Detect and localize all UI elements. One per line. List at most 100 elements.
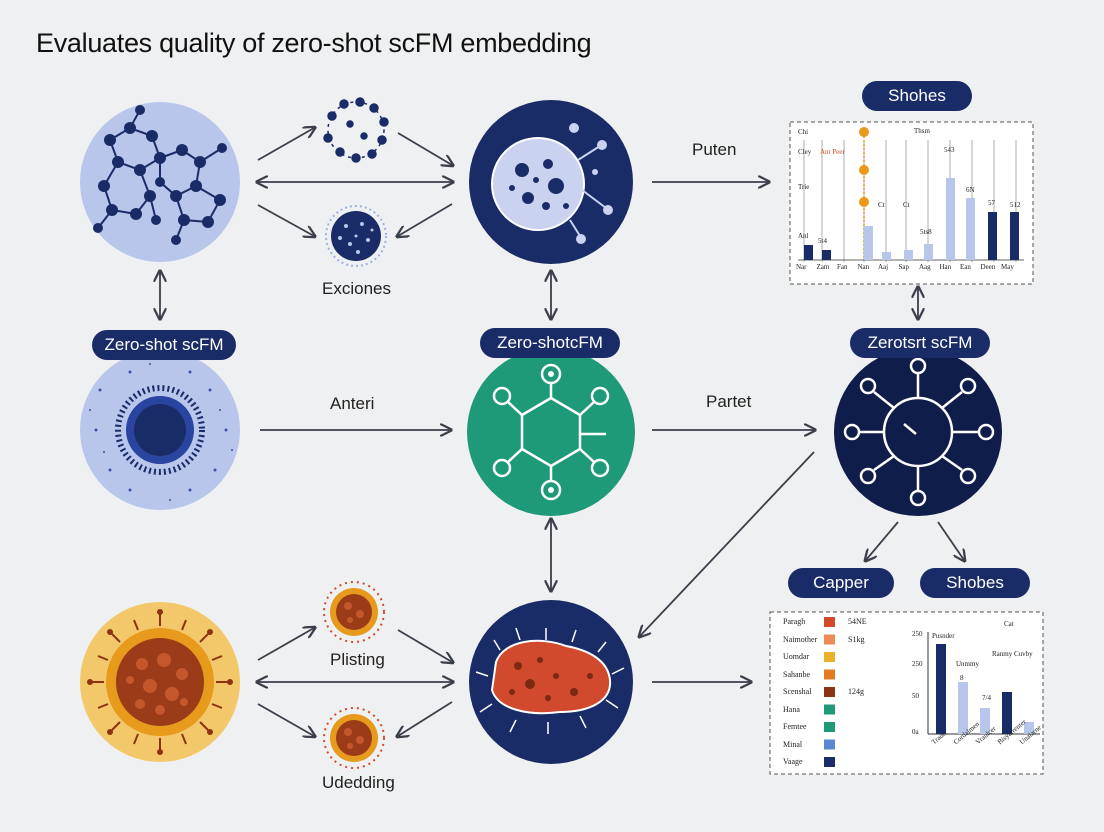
legend-swatch-6 xyxy=(824,722,835,732)
chart-top-category-2: Fan xyxy=(837,263,848,271)
legend-swatch-5 xyxy=(824,704,835,715)
bar-top-0 xyxy=(804,245,813,260)
arrow-split-right xyxy=(937,521,964,560)
legend-swatch-8 xyxy=(824,757,835,767)
pill-capper: Capper xyxy=(788,568,894,598)
chart-top-side-2: Anl xyxy=(798,232,809,240)
chart-top-legend-2: Ant Peer xyxy=(820,148,845,156)
label-udedding: Udedding xyxy=(322,773,395,792)
bar-top-6 xyxy=(946,178,955,260)
chart-top-value-3: 5ts8 xyxy=(920,228,932,236)
flow-arrows xyxy=(160,128,964,736)
legend-swatch-0 xyxy=(824,617,835,627)
large-virus-icon xyxy=(80,602,240,762)
network-hexagon-icon xyxy=(467,348,635,516)
legend-label-4: Scenshal xyxy=(783,687,812,696)
bar-top-3 xyxy=(882,252,891,260)
small-virus-orange-icon xyxy=(323,581,385,643)
legend-value-0: 54NE xyxy=(848,617,867,626)
cell-organelle-icon xyxy=(469,100,633,264)
pill-zero-shot-right: Zerotѕrt scFM xyxy=(850,328,990,358)
chart-top-header-right: Thsm xyxy=(914,127,930,135)
chart-bottom-annot-1: Pusnder xyxy=(932,632,955,640)
legend-swatch-4 xyxy=(824,687,835,697)
legend-label-1: Naimother xyxy=(783,634,818,644)
arrow-tl-down xyxy=(257,204,314,236)
legend-chart-frame xyxy=(769,611,1044,775)
chart-bottom-header: Cat xyxy=(1004,620,1014,628)
chart-bottom-ytick-3: 50 xyxy=(912,692,919,700)
legend-label-8: Vaage xyxy=(783,757,803,766)
chart-top-category-1: Zam xyxy=(816,263,830,271)
bar-bottom-0 xyxy=(936,644,946,734)
arrow-bl-down-right xyxy=(398,701,453,736)
chart-bottom-ytick-2: 250 xyxy=(912,660,923,668)
bacterium-cell-icon xyxy=(469,600,633,764)
bar-bottom-2 xyxy=(980,708,990,734)
bar-top-5 xyxy=(924,244,933,260)
chart-top-value-4: 543 xyxy=(944,146,955,154)
pill-zero-shot-center: Zero-shotcFM xyxy=(480,328,620,358)
label-partet: Partet xyxy=(706,392,752,411)
legend-label-0: Paragh xyxy=(783,617,806,626)
legend-value-1: S1kg xyxy=(848,634,865,644)
ring-molecule-icon xyxy=(323,97,389,163)
bar-top-1 xyxy=(822,250,831,260)
legend-swatch-2 xyxy=(824,652,835,662)
legend-value-4: 124g xyxy=(848,687,864,696)
label-excitones: Exciones xyxy=(322,279,391,298)
bar-top-2 xyxy=(864,226,873,260)
chart-top-side-1: Trie xyxy=(798,183,810,191)
bar-chart-bottom-bars xyxy=(936,644,1034,734)
chart-top-value-7: 512 xyxy=(1010,201,1021,209)
chart-top-category-5: Sap xyxy=(898,263,910,271)
chart-top-category-0: Nar xyxy=(796,263,807,271)
bar-bottom-1 xyxy=(958,682,968,734)
bar-bottom-3 xyxy=(1002,692,1012,734)
chart-top-value-5: 6N xyxy=(966,186,975,194)
legend-label-7: Minal xyxy=(783,739,803,749)
chart-top-category-4: Aaj xyxy=(878,263,889,271)
bar-chart-bottom xyxy=(927,632,1040,735)
arrow-bl-up xyxy=(257,628,314,661)
bar-top-7 xyxy=(966,198,975,260)
chart-top-legend-1: Cley xyxy=(798,148,812,156)
legend-swatch-1 xyxy=(824,634,835,645)
legend-swatch-7 xyxy=(824,739,835,750)
legend-swatch-3 xyxy=(824,669,835,680)
chart-top-category-7: Han xyxy=(939,263,952,271)
chart-bottom-ytick-1: 250 xyxy=(912,630,923,638)
chart-top-category-6: Aag xyxy=(919,263,931,271)
legend-label-5: Hana xyxy=(783,704,800,714)
chart-top-category-9: Deen xyxy=(980,263,996,271)
arrow-bl-down xyxy=(257,703,314,736)
molecule-network-icon xyxy=(80,102,240,262)
pill-shohes: Shohes xyxy=(862,81,972,111)
small-virus-icon xyxy=(325,205,387,267)
legend-label-3: Sahanbe xyxy=(783,669,811,679)
chart-top-value-6: 57 xyxy=(988,199,995,207)
chart-bottom-annot-2: Unmmy xyxy=(956,660,979,668)
cell-membrane-icon xyxy=(80,350,240,510)
legend-label-2: Uomdar xyxy=(783,652,810,661)
label-puten: Puten xyxy=(692,140,737,159)
bar-top-4 xyxy=(904,250,913,260)
label-anteri: Anteri xyxy=(330,394,375,413)
chart-top-header-left: Chi xyxy=(798,128,809,136)
bar-chart-top xyxy=(789,121,1034,285)
chart-top-category-3: Nan xyxy=(857,263,870,271)
legend-swatches xyxy=(824,617,835,767)
chart-top-value-2: Ct xyxy=(903,201,910,209)
bar-bottom-4 xyxy=(1024,722,1034,734)
arrow-diagonal xyxy=(640,451,815,636)
pill-shobes: Shobes xyxy=(920,568,1030,598)
bar-chart-top-bars xyxy=(804,178,1019,260)
arrow-tl-up xyxy=(257,128,314,161)
pill-zero-shot-left: Zero-shot scFM xyxy=(92,330,236,360)
arrow-bl-up-right xyxy=(397,629,452,662)
label-plisting: Plisting xyxy=(330,650,385,669)
chart-top-category-8: Ean xyxy=(960,263,971,271)
legend-label-6: Femtee xyxy=(783,722,807,731)
arrow-tl-down-right xyxy=(398,203,453,236)
